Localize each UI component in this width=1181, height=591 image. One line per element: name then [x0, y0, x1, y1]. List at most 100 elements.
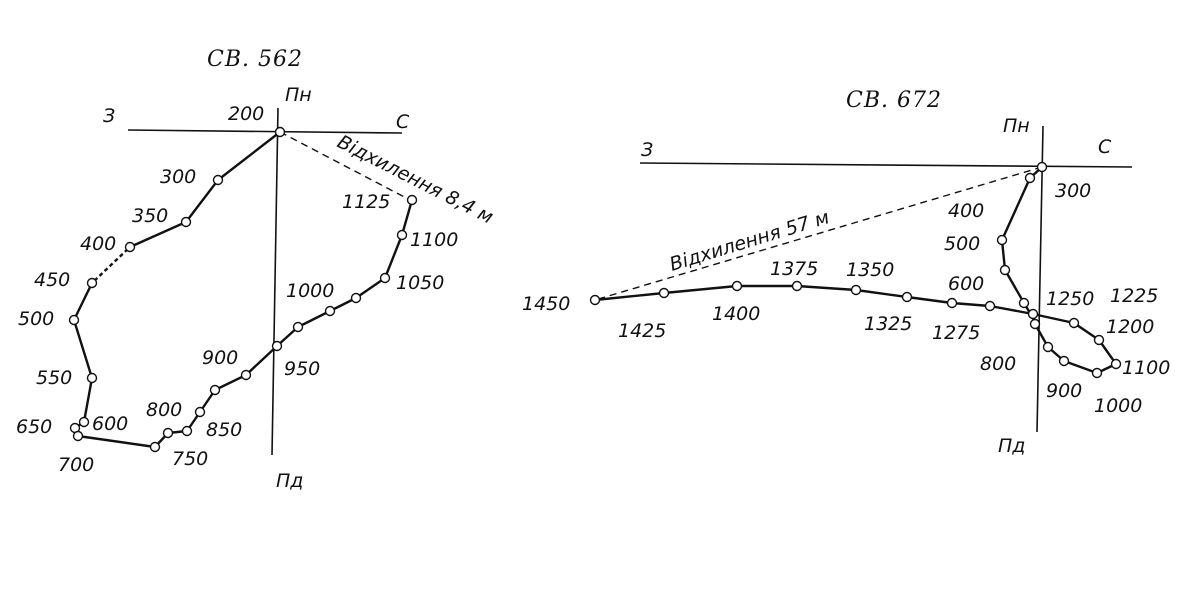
depth-label: 400 — [80, 233, 116, 255]
diagram-1-title: СВ. 562 — [207, 47, 303, 72]
survey-station-point — [1058, 355, 1070, 367]
diagram-1-west-east-axis — [127, 129, 403, 134]
diagram-1-stations — [68, 126, 418, 453]
survey-station-point — [984, 300, 996, 312]
diagram-1-deviation-label: Відхилення 8,4 м — [334, 131, 497, 229]
survey-station-point — [240, 369, 252, 381]
survey-station-point — [274, 126, 286, 138]
survey-station-point — [996, 234, 1008, 246]
survey-station-point — [396, 229, 408, 241]
diagram-2-north-south-axis — [1036, 125, 1044, 433]
survey-station-point — [68, 314, 80, 326]
survey-station-point — [78, 416, 90, 428]
depth-label: 800 — [146, 399, 182, 421]
diagram-1-deviation-line — [279, 131, 413, 202]
survey-station-point — [1024, 172, 1036, 184]
diagram-1-west-label: З — [103, 105, 115, 127]
depth-label: 450 — [34, 269, 70, 291]
survey-station-point — [180, 216, 192, 228]
diagram-2-depth-labels: 300 400 500 600 800 900 1000 1100 1200 1… — [522, 180, 1170, 417]
depth-label: 200 — [228, 103, 264, 125]
depth-label: 600 — [948, 273, 984, 295]
survey-station-point — [1068, 317, 1080, 329]
diagram-2-title: СВ. 672 — [846, 88, 942, 113]
depth-label: 1225 — [1110, 285, 1158, 307]
depth-label: 1100 — [1122, 357, 1170, 379]
depth-label: 400 — [948, 200, 984, 222]
diagram-2-stations — [589, 161, 1122, 379]
survey-station-point — [946, 297, 958, 309]
survey-station-point — [181, 425, 193, 437]
depth-label: 1050 — [396, 272, 444, 294]
diagram-1-south-label: Пд — [276, 470, 303, 492]
survey-station-point — [1036, 161, 1048, 173]
depth-label: 850 — [206, 419, 242, 441]
diagram-well-562: СВ. 562 З С Пн Пд Відхилення 8,4 м — [16, 47, 497, 492]
survey-station-point — [72, 430, 84, 442]
depth-label: 500 — [18, 308, 54, 330]
depth-label: 550 — [36, 367, 72, 389]
depth-label: 1375 — [770, 258, 818, 280]
depth-label: 1425 — [618, 320, 666, 342]
survey-station-point — [1091, 367, 1103, 379]
survey-station-point — [86, 277, 98, 289]
survey-station-point — [901, 291, 913, 303]
depth-label: 1100 — [410, 229, 458, 251]
depth-label: 1325 — [864, 313, 912, 335]
depth-label: 1400 — [712, 303, 760, 325]
survey-station-point — [149, 441, 161, 453]
depth-label: 600 — [92, 413, 128, 435]
depth-label: 900 — [202, 347, 238, 369]
diagram-2-well-path — [594, 166, 1118, 375]
diagram-2-south-label: Пд — [998, 435, 1025, 457]
diagram-1-gap-segment — [90, 245, 132, 285]
depth-label: 650 — [16, 416, 52, 438]
survey-station-point — [212, 174, 224, 186]
depth-label: 750 — [172, 448, 208, 470]
diagram-well-672: СВ. 672 З С Пн Пд Відхилення 57 м — [522, 88, 1170, 457]
diagram-1-north-label: Пн — [285, 84, 312, 106]
depth-label: 1275 — [932, 322, 980, 344]
depth-label: 700 — [58, 454, 94, 476]
survey-station-point — [271, 340, 283, 352]
survey-station-point — [1042, 341, 1054, 353]
survey-station-point — [1018, 297, 1030, 309]
survey-station-point — [124, 241, 136, 253]
diagram-2-north-label: Пн — [1003, 115, 1030, 137]
survey-station-point — [292, 321, 304, 333]
survey-station-point — [1093, 334, 1105, 346]
depth-label: 1450 — [522, 293, 570, 315]
survey-station-point — [1027, 308, 1039, 320]
depth-label: 900 — [1046, 380, 1082, 402]
diagram-2-west-east-axis — [639, 162, 1133, 168]
diagram-2-east-label: С — [1098, 136, 1112, 158]
depth-label: 1250 — [1046, 288, 1094, 310]
depth-label: 1350 — [846, 259, 894, 281]
diagram-2-west-label: З — [641, 139, 653, 161]
depth-label: 1125 — [342, 191, 390, 213]
survey-station-point — [324, 305, 336, 317]
diagram-2-deviation-line — [594, 166, 1043, 301]
survey-station-point — [589, 294, 601, 306]
survey-station-point — [1110, 358, 1122, 370]
depth-label: 1000 — [286, 280, 334, 302]
survey-station-point — [350, 292, 362, 304]
survey-station-point — [406, 194, 418, 206]
diagram-1-north-south-axis — [271, 107, 279, 456]
depth-label: 500 — [944, 233, 980, 255]
survey-station-point — [731, 280, 743, 292]
survey-station-point — [658, 287, 670, 299]
survey-station-point — [162, 427, 174, 439]
diagram-1-east-label: С — [396, 111, 410, 133]
depth-label: 1200 — [1106, 316, 1154, 338]
survey-station-point — [194, 406, 206, 418]
depth-label: 350 — [132, 205, 168, 227]
survey-station-point — [379, 272, 391, 284]
depth-label: 300 — [160, 166, 196, 188]
depth-label: 950 — [284, 358, 320, 380]
survey-station-point — [999, 264, 1011, 276]
survey-station-point — [850, 284, 862, 296]
survey-station-point — [791, 280, 803, 292]
diagram-1-depth-labels: 200 300 350 400 450 500 550 600 650 700 … — [16, 103, 458, 476]
